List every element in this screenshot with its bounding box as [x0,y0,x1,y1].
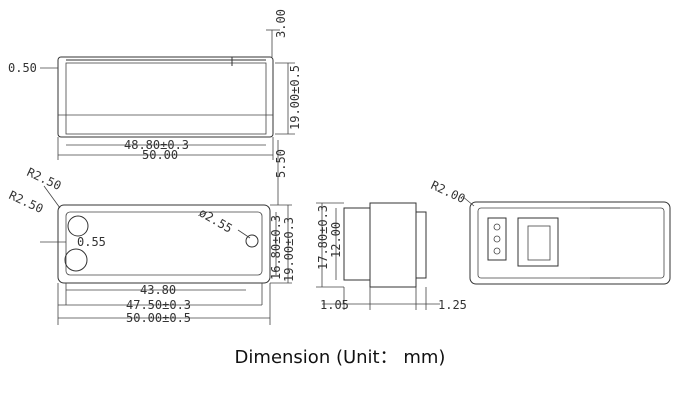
dim-front-outer-height: 19.00±0.3 [282,217,296,282]
dim-front-radius-outer: R2.50 [25,165,64,193]
dim-front-offset: 0.55 [77,235,106,249]
dim-front-w3: 50.00±0.5 [126,311,191,325]
dim-front-gap: 5.50 [274,149,288,178]
dim-side-right: 1.25 [438,298,467,312]
dim-side-left: 1.05 [320,298,349,312]
dim-side-h1: 17.80±0.3 [316,205,330,270]
dim-front-hole-dia: ø2.55 [197,205,235,235]
dim-top-lip: 0.50 [8,61,37,75]
caption: Dimension (Unit： mm) [234,347,446,368]
dim-front-inner-height: 16.80±0.3 [269,215,283,280]
dim-front-radius-inner: R2.50 [7,188,46,216]
dim-top-height: 3.00 [274,9,288,38]
dim-top-side-height: 19.00±0.5 [288,65,302,130]
top-view: 3.00 0.50 19.00±0.5 48.80±0.3 50.00 [8,9,302,162]
dim-top-inner-width: 48.80±0.3 [124,138,189,152]
dim-side-h2: 12.00 [329,222,343,258]
dim-front-w2: 47.50±0.3 [126,298,191,312]
dim-back-radius: R2.00 [429,178,468,206]
dim-front-w1: 43.80 [140,283,176,297]
back-view: R2.00 [429,178,671,285]
dim-top-total-width: 50.00 [142,148,178,162]
front-view: 0.55 R2.50 R2.50 ø2.55 5.50 16.80±0.3 19… [7,140,296,325]
side-view: 17.80±0.3 12.00 1.05 1.25 [316,202,467,312]
dimension-drawing: 3.00 0.50 19.00±0.5 48.80±0.3 50.00 0.55… [7,9,671,325]
